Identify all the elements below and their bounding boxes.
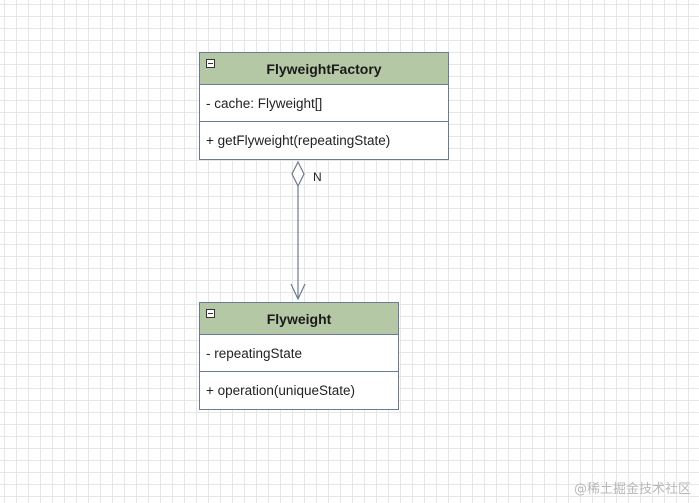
class-method[interactable]: + operation(uniqueState) [206,383,355,398]
multiplicity-label: N [313,170,322,184]
class-flyweight[interactable]: Flyweight - repeatingState + operation(u… [199,302,399,410]
arrowhead-icon [290,283,306,301]
collapse-icon[interactable] [206,309,215,318]
class-name: Flyweight [266,310,332,327]
class-method[interactable]: + getFlyweight(repeatingState) [206,133,391,148]
class-name: FlyweightFactory [266,60,382,77]
class-attribute[interactable]: - repeatingState [200,335,398,372]
class-attribute[interactable]: - cache: Flyweight[] [200,85,448,122]
watermark: @稀土掘金技术社区 [573,482,691,497]
aggregation-diamond-icon [291,160,305,188]
class-header[interactable]: FlyweightFactory [200,53,448,85]
collapse-icon[interactable] [206,59,215,68]
class-flyweight-factory[interactable]: FlyweightFactory - cache: Flyweight[] + … [199,52,449,160]
class-header[interactable]: Flyweight [200,303,398,335]
